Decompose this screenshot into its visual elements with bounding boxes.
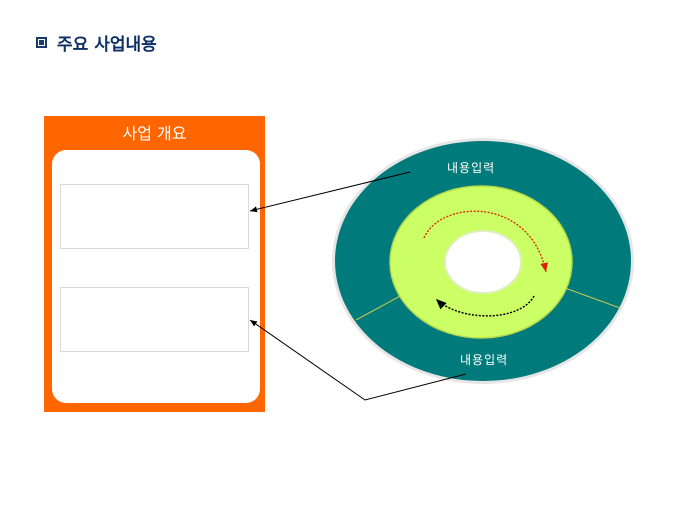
page-title: 주요 사업내용	[36, 30, 157, 55]
divider-left	[355, 294, 403, 321]
square-bullet-icon	[36, 37, 47, 48]
connector-arrow-bottom	[249, 319, 467, 401]
panel-title: 사업 개요	[122, 124, 187, 143]
content-box-1[interactable]	[60, 184, 249, 249]
ring-label-bottom: 내용입력	[460, 353, 509, 367]
page-title-text: 주요 사업내용	[57, 35, 157, 55]
connector-arrow-top	[249, 171, 411, 213]
divider-right	[564, 287, 621, 309]
content-box-2[interactable]	[60, 287, 249, 352]
red-cycle-arrow	[423, 210, 548, 273]
ring-label-top: 내용입력	[447, 161, 496, 175]
center-hole	[444, 230, 522, 294]
